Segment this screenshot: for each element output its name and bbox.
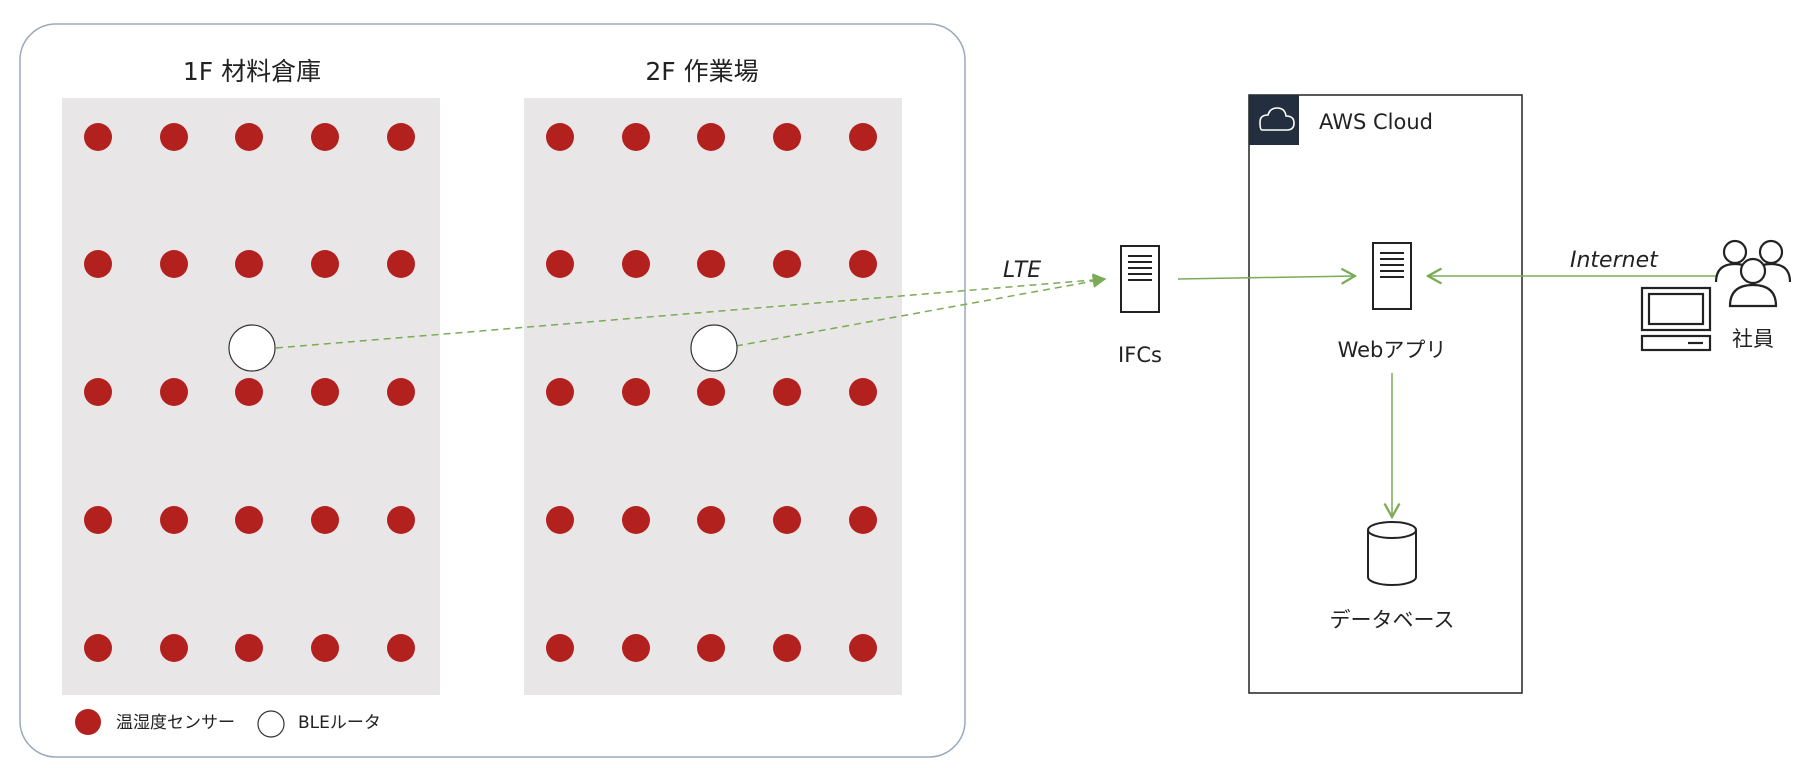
lte-link-2f: [735, 274, 1107, 347]
1f-sensor-r5-c2: [160, 634, 188, 662]
1f-sensor-r2-c2: [160, 250, 188, 278]
ifcs-server-icon: [1120, 245, 1160, 313]
2f-sensor-r2-c5: [849, 250, 877, 278]
cloud-icon: [1259, 107, 1295, 131]
2f-sensor-r1-c5: [849, 123, 877, 151]
2f-sensor-r3-c2: [622, 378, 650, 406]
1f-sensor-r5-c3: [235, 634, 263, 662]
1f-sensor-r3-c4: [311, 378, 339, 406]
1f-sensor-r4-c2: [160, 506, 188, 534]
legend: 温湿度センサー BLEルータ: [75, 709, 381, 738]
1f-sensor-r2-c3: [235, 250, 263, 278]
computer-icon: [1640, 286, 1712, 352]
2f-sensor-r3-c4: [773, 378, 801, 406]
1f-sensor-r4-c1: [84, 506, 112, 534]
legend-sensor-swatch: [75, 709, 101, 735]
1f-sensor-r3-c1: [84, 378, 112, 406]
2f-sensor-r5-c4: [773, 634, 801, 662]
2f-sensor-r5-c3: [697, 634, 725, 662]
ble-router-2f: [690, 324, 738, 372]
aws-cloud-badge: [1249, 95, 1299, 145]
2f-sensor-r4-c1: [546, 506, 574, 534]
floor-2f: 2F 作業場: [524, 57, 902, 695]
2f-sensor-r1-c2: [622, 123, 650, 151]
2f-sensor-r1-c1: [546, 123, 574, 151]
2f-sensor-r2-c2: [622, 250, 650, 278]
webapp-server-icon: [1372, 242, 1412, 310]
2f-sensor-r4-c4: [773, 506, 801, 534]
1f-sensor-r1-c3: [235, 123, 263, 151]
2f-sensor-r5-c2: [622, 634, 650, 662]
floor-1f-sensors: [84, 123, 415, 662]
aws-cloud-group: AWS Cloud: [1248, 94, 1523, 694]
2f-sensor-r2-c1: [546, 250, 574, 278]
internet-label: Internet: [1570, 248, 1659, 273]
1f-sensor-r3-c5: [387, 378, 415, 406]
floor-2f-sensors: [546, 123, 877, 662]
lte-label: LTE: [1003, 258, 1041, 283]
1f-sensor-r1-c4: [311, 123, 339, 151]
1f-sensor-r3-c2: [160, 378, 188, 406]
database-icon: [1367, 521, 1417, 586]
2f-sensor-r3-c5: [849, 378, 877, 406]
2f-sensor-r2-c3: [697, 250, 725, 278]
2f-sensor-r2-c4: [773, 250, 801, 278]
2f-sensor-r1-c3: [697, 123, 725, 151]
ifcs-to-webapp-arrow: [1177, 276, 1355, 279]
1f-sensor-r2-c5: [387, 250, 415, 278]
legend-router-label: BLEルータ: [298, 713, 381, 733]
floor-1f: 1F 材料倉庫: [62, 57, 440, 695]
database-label: データベース: [1330, 608, 1455, 632]
1f-sensor-r3-c3: [235, 378, 263, 406]
employee-label: 社員: [1732, 327, 1774, 351]
1f-sensor-r1-c2: [160, 123, 188, 151]
1f-sensor-r5-c5: [387, 634, 415, 662]
legend-sensor-label: 温湿度センサー: [116, 713, 235, 733]
aws-cloud-label: AWS Cloud: [1319, 110, 1433, 134]
2f-sensor-r4-c3: [697, 506, 725, 534]
2f-sensor-r3-c1: [546, 378, 574, 406]
1f-sensor-r1-c5: [387, 123, 415, 151]
1f-sensor-r4-c5: [387, 506, 415, 534]
webapp-label: Webアプリ: [1338, 338, 1447, 362]
1f-sensor-r5-c1: [84, 634, 112, 662]
1f-sensor-r4-c3: [235, 506, 263, 534]
2f-sensor-r5-c5: [849, 634, 877, 662]
aws-cloud-border: [1248, 94, 1523, 694]
floor-1f-title: 1F 材料倉庫: [183, 57, 321, 86]
2f-sensor-r1-c4: [773, 123, 801, 151]
2f-sensor-r3-c3: [697, 378, 725, 406]
1f-sensor-r1-c1: [84, 123, 112, 151]
2f-sensor-r4-c5: [849, 506, 877, 534]
ifcs-label: IFCs: [1118, 343, 1162, 367]
site-container: [19, 23, 966, 758]
lte-link-1f: [275, 273, 1107, 349]
1f-sensor-r2-c4: [311, 250, 339, 278]
2f-sensor-r4-c2: [622, 506, 650, 534]
users-icon: [1714, 239, 1792, 308]
1f-sensor-r5-c4: [311, 634, 339, 662]
1f-sensor-r2-c1: [84, 250, 112, 278]
ble-router-1f: [228, 324, 276, 372]
floor-2f-title: 2F 作業場: [645, 57, 758, 86]
legend-router-swatch: [257, 710, 285, 738]
1f-sensor-r4-c4: [311, 506, 339, 534]
2f-sensor-r5-c1: [546, 634, 574, 662]
